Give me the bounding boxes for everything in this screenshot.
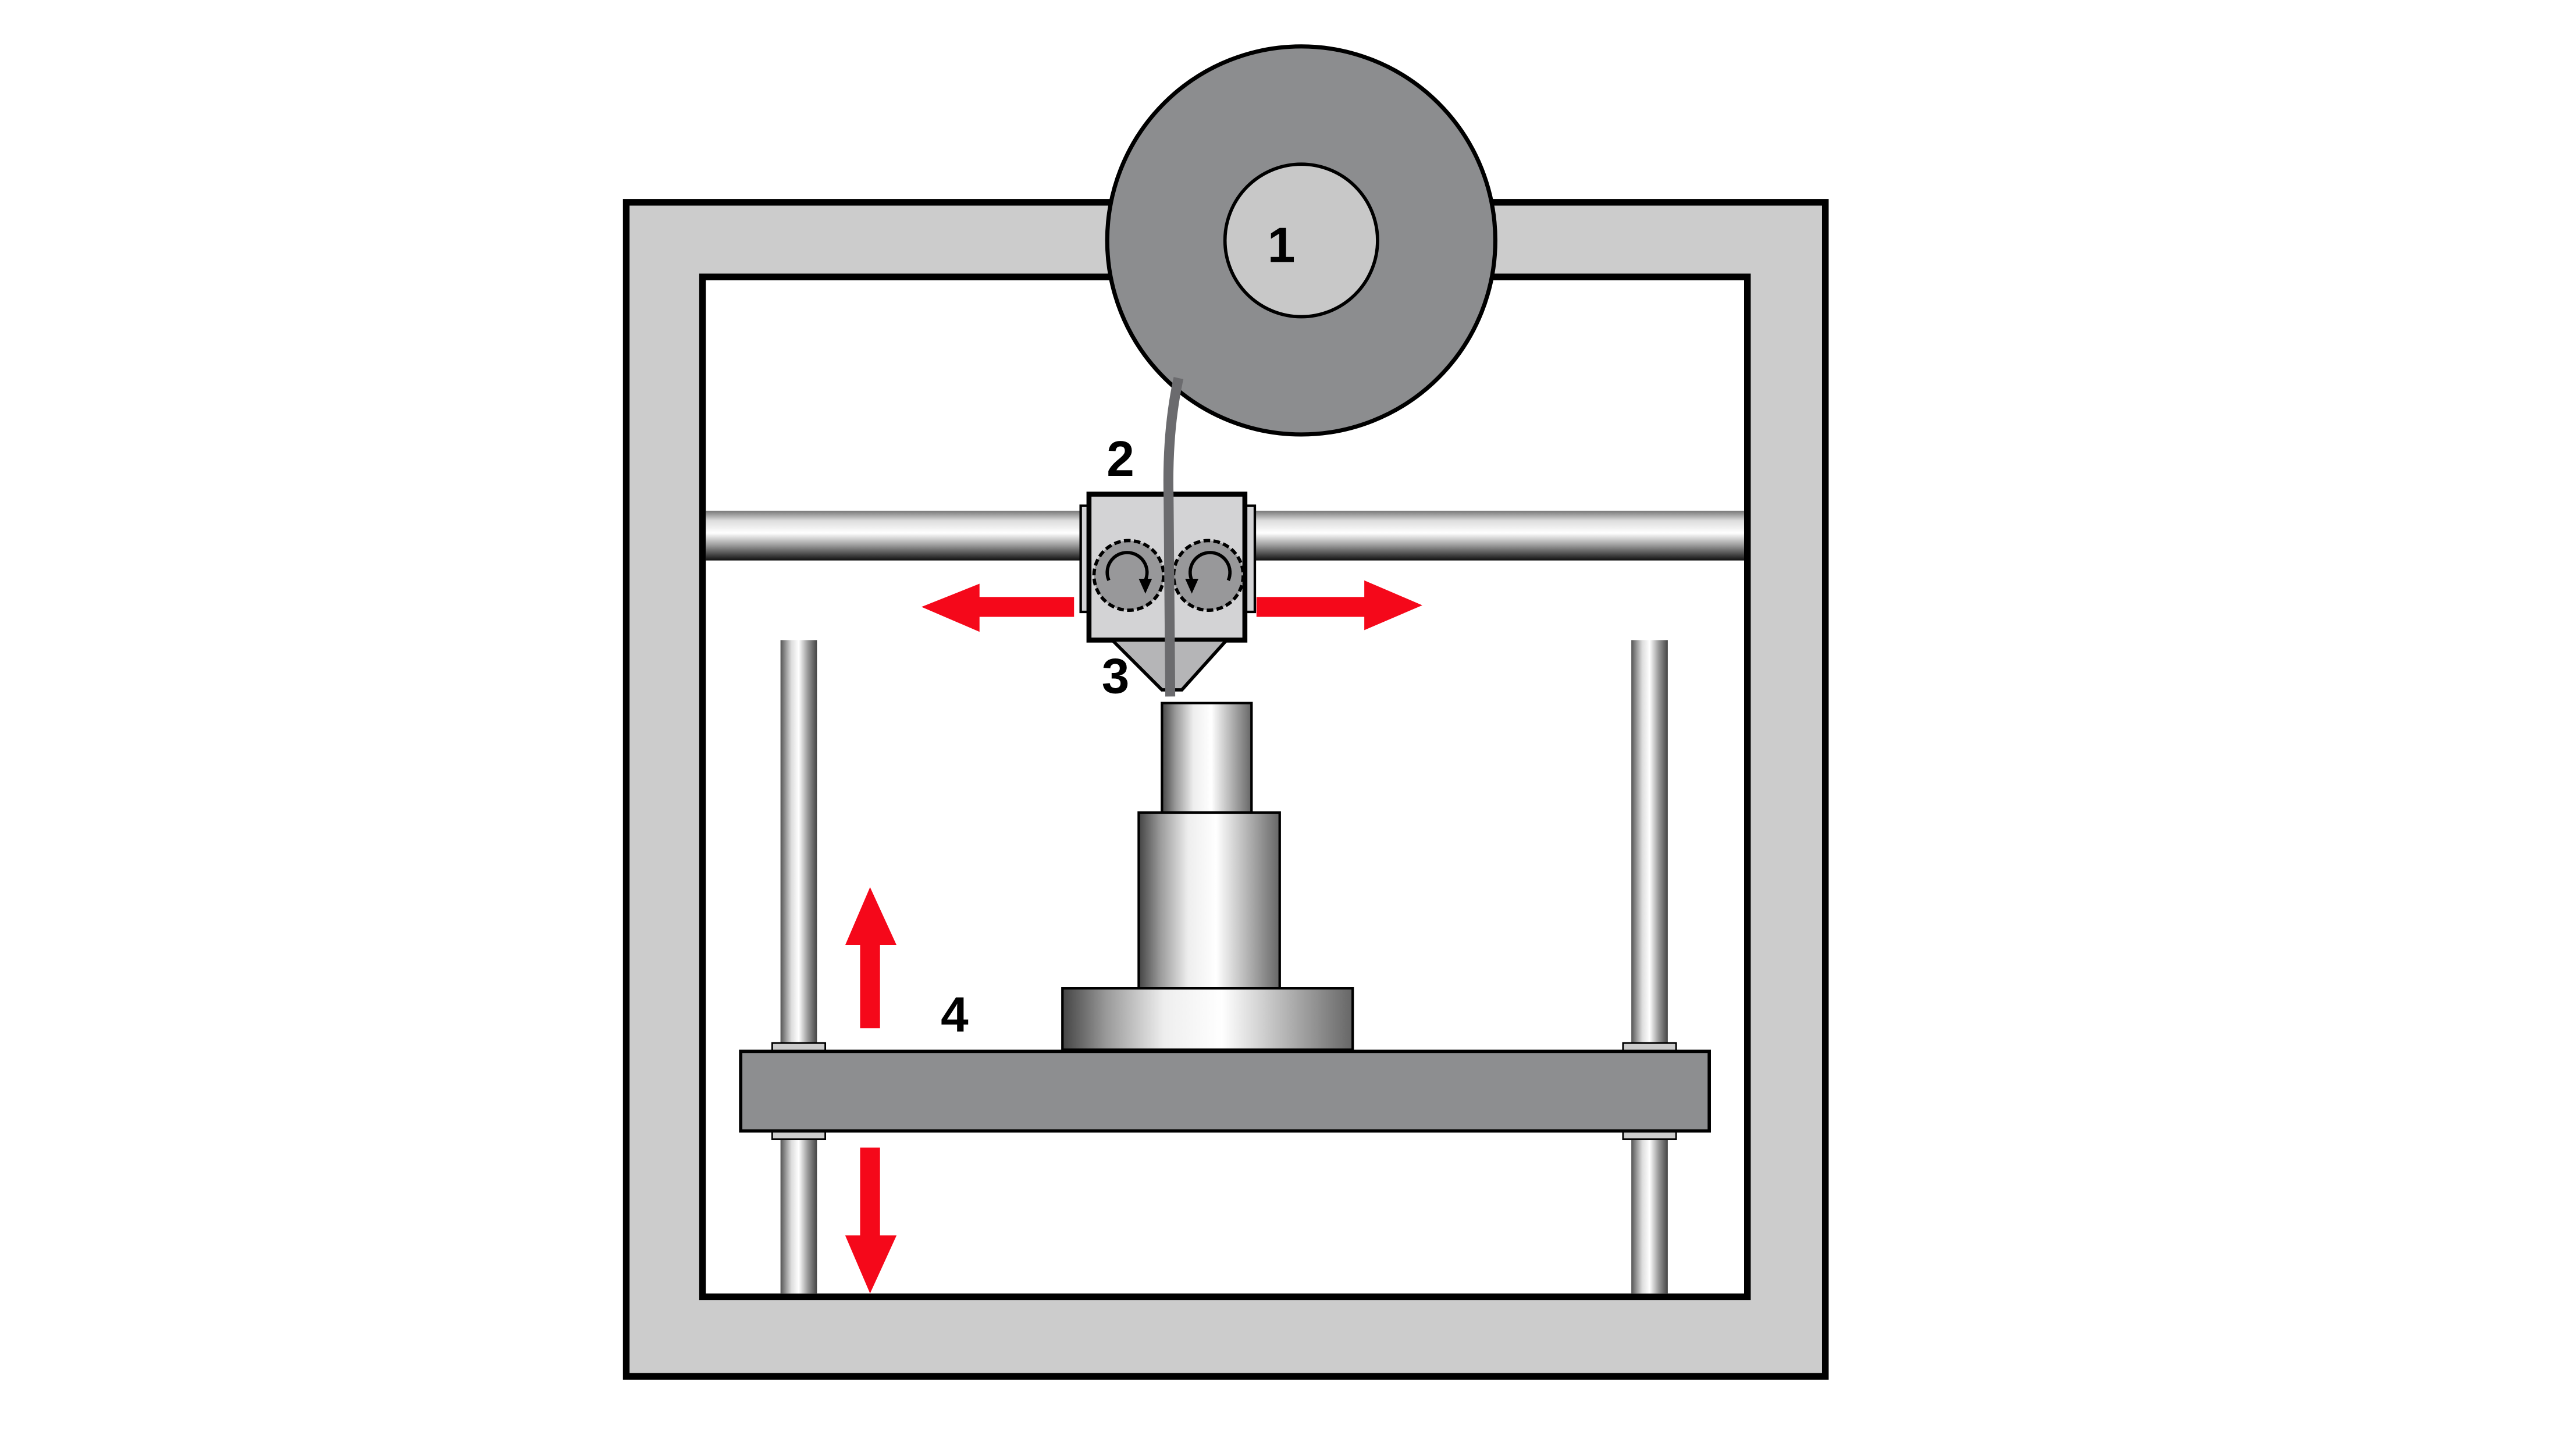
z-axis-rod-left bbox=[780, 640, 817, 1294]
drive-gear-left bbox=[1092, 539, 1166, 612]
drive-gear-right bbox=[1172, 539, 1245, 612]
arrow-down-icon bbox=[845, 1147, 897, 1294]
arrow-left-icon bbox=[921, 583, 1074, 632]
filament-strand bbox=[1163, 377, 1184, 697]
printed-object bbox=[1061, 701, 1354, 1051]
build-platform: 4 bbox=[739, 987, 1711, 1141]
z-axis-rod-right bbox=[1631, 640, 1668, 1294]
filament-spool: 1 bbox=[1105, 44, 1497, 437]
arrow-right-icon bbox=[1256, 580, 1422, 631]
label-spool: 1 bbox=[1268, 218, 1296, 273]
label-nozzle: 3 bbox=[1102, 649, 1130, 704]
label-build-platform: 4 bbox=[941, 987, 969, 1042]
label-extruder: 2 bbox=[1106, 432, 1134, 487]
arrow-up-icon bbox=[845, 887, 897, 1028]
